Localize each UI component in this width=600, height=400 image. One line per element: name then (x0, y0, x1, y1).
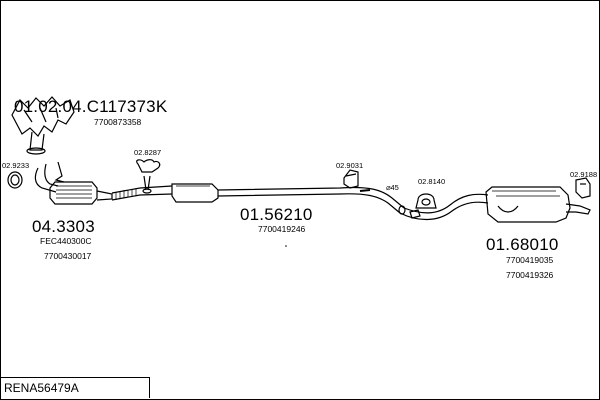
fitting-label-2: 02.8287 (134, 148, 162, 157)
fitting-label-4: 02.8140 (418, 177, 446, 186)
hanger-02-9031-icon (343, 169, 359, 189)
dot-mark (285, 245, 287, 247)
middle-silencer-icon (139, 183, 406, 215)
manifold-icon (11, 96, 75, 155)
catalyst-icon (34, 163, 113, 205)
middle-ref: 7700419246 (258, 224, 306, 234)
flex-pipe-icon (111, 187, 141, 201)
catalyst-ref-2: 7700430017 (44, 251, 92, 261)
hanger-02-8140-icon (415, 193, 437, 209)
rear-ref-2: 7700419326 (506, 270, 554, 280)
fitting-label-1: 02.9233 (2, 161, 30, 170)
hanger-02-9188-icon (575, 177, 591, 199)
fitting-label-3: 02.9031 (336, 161, 364, 170)
catalyst-ref-1: FEC440300C (40, 236, 92, 246)
manifold-code: 01.02.04.C117373K (14, 97, 168, 116)
gasket-icon (7, 171, 23, 189)
middle-code: 01.56210 (240, 205, 313, 224)
manifold-ref: 7700873358 (94, 117, 142, 127)
reference-box: RENA56479A (0, 377, 150, 398)
rear-silencer-icon (399, 186, 591, 223)
connector-icon (409, 209, 421, 219)
reference-code: RENA56479A (4, 381, 79, 395)
fitting-label-5: 02.9188 (570, 170, 598, 179)
rear-ref-1: 7700419035 (506, 255, 554, 265)
bolt-icon (359, 189, 371, 192)
diameter-label: ⌀45 (386, 183, 399, 192)
clamp-icon (54, 161, 65, 183)
rear-code: 01.68010 (486, 235, 559, 254)
catalyst-code: 04.3303 (32, 217, 95, 236)
